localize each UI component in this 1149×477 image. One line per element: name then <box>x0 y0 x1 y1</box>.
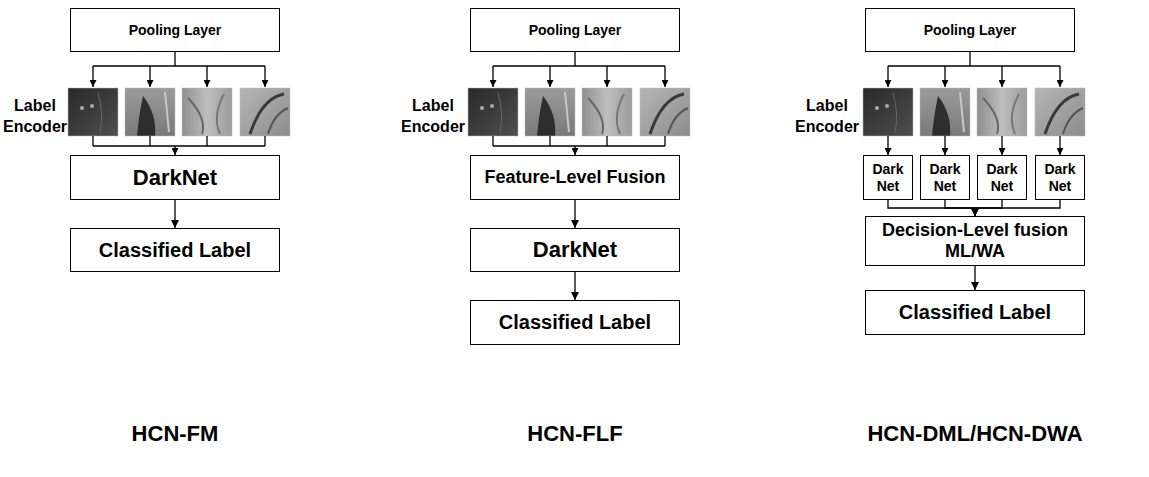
side-label: Label Encoder <box>398 96 468 138</box>
process-box: Decision-Level fusion ML/WA <box>865 216 1085 266</box>
flow-line <box>493 65 665 66</box>
flow-line <box>493 145 665 146</box>
xray-image <box>977 88 1027 136</box>
process-box: DarkNet <box>470 228 680 272</box>
flow-arrow <box>1001 66 1002 87</box>
xray-image <box>182 88 232 136</box>
flow-arrow <box>574 146 575 155</box>
network-box: Dark Net <box>863 155 913 200</box>
flow-line <box>149 136 150 146</box>
flow-connector <box>888 200 975 216</box>
flow-arrow <box>887 136 888 155</box>
flow-arrow <box>492 66 493 87</box>
network-box: Dark Net <box>920 155 970 200</box>
flow-line <box>664 136 665 146</box>
box-label: Classified Label <box>899 301 1051 324</box>
xray-image <box>240 88 290 136</box>
flow-connector <box>574 272 575 300</box>
box-label: Dark Net <box>869 161 907 193</box>
side-label: Label Encoder <box>792 96 862 138</box>
box-label: DarkNet <box>133 165 217 190</box>
side-label: Label Encoder <box>0 96 70 138</box>
xray-image <box>582 88 632 136</box>
box-label: Dark Net <box>1041 161 1079 193</box>
flow-line <box>92 136 93 146</box>
process-box: DarkNet <box>70 155 280 200</box>
xray-image <box>863 88 913 136</box>
flow-arrow <box>887 66 888 87</box>
box-label: Feature-Level Fusion <box>484 167 665 188</box>
flow-line <box>606 136 607 146</box>
flow-arrow <box>664 66 665 87</box>
flow-arrow <box>1059 136 1060 155</box>
xray-image <box>468 88 518 136</box>
flow-connector <box>174 200 175 228</box>
box-label: Pooling Layer <box>529 22 622 38</box>
flow-line <box>206 136 207 146</box>
process-box: Classified Label <box>70 228 280 272</box>
process-box: Classified Label <box>470 300 680 345</box>
flow-arrow <box>206 66 207 87</box>
flow-line <box>264 136 265 146</box>
box-label: Pooling Layer <box>129 22 222 38</box>
process-box: Feature-Level Fusion <box>470 155 680 200</box>
model-name: HCN-FM <box>25 420 325 449</box>
process-box: Pooling Layer <box>865 8 1075 52</box>
flow-arrow <box>1001 136 1002 155</box>
flow-arrow <box>174 146 175 155</box>
flow-connector <box>975 200 1060 216</box>
box-label: Decision-Level fusion ML/WA <box>871 220 1079 261</box>
flow-arrow <box>149 66 150 87</box>
process-box: Classified Label <box>865 290 1085 335</box>
flow-line <box>492 136 493 146</box>
flow-arrow <box>944 66 945 87</box>
xray-image <box>68 88 118 136</box>
flow-line <box>969 52 970 66</box>
flow-arrow <box>944 136 945 155</box>
flow-line <box>174 52 175 66</box>
flow-line <box>549 136 550 146</box>
flow-line <box>93 145 265 146</box>
flow-line <box>888 65 1060 66</box>
box-label: Dark Net <box>983 161 1021 193</box>
flow-connector <box>574 200 575 228</box>
flow-connector <box>945 200 975 216</box>
flow-arrow <box>264 66 265 87</box>
model-name: HCN-DML/HCN-DWA <box>810 420 1140 449</box>
box-label: Dark Net <box>926 161 964 193</box>
box-label: Pooling Layer <box>924 22 1017 38</box>
flow-arrow <box>1059 66 1060 87</box>
process-box: Pooling Layer <box>470 8 680 52</box>
flow-arrow <box>549 66 550 87</box>
model-name: HCN-FLF <box>425 420 725 449</box>
xray-image <box>920 88 970 136</box>
flow-line <box>93 65 265 66</box>
xray-image <box>640 88 690 136</box>
xray-image <box>1035 88 1085 136</box>
flow-arrow <box>606 66 607 87</box>
flow-line <box>574 52 575 66</box>
box-label: DarkNet <box>533 237 617 262</box>
xray-image <box>525 88 575 136</box>
xray-image <box>125 88 175 136</box>
network-box: Dark Net <box>1035 155 1085 200</box>
flow-connector <box>974 266 975 290</box>
box-label: Classified Label <box>99 239 251 262</box>
flow-arrow <box>92 66 93 87</box>
network-box: Dark Net <box>977 155 1027 200</box>
box-label: Classified Label <box>499 311 651 334</box>
process-box: Pooling Layer <box>70 8 280 52</box>
